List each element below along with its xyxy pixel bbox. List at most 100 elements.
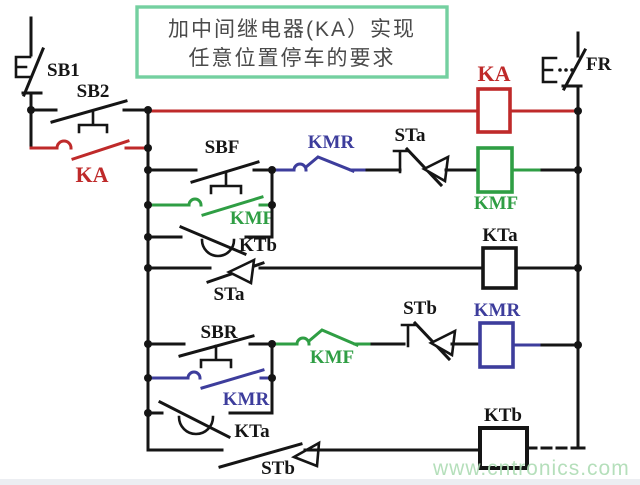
kmf-coil xyxy=(476,146,514,194)
contact-hook xyxy=(187,197,203,207)
ktb-nc-label: KTb xyxy=(239,235,277,256)
junction xyxy=(144,201,152,209)
sta-no-limit-switch: STa xyxy=(146,257,485,305)
sb2-no-pushbutton: SB2 xyxy=(29,81,150,134)
right-rail xyxy=(570,31,586,450)
junction xyxy=(144,144,152,152)
stb-no-label: STb xyxy=(261,458,295,479)
roller-actuator xyxy=(226,257,256,285)
delay-cup xyxy=(177,415,215,436)
contact-bar xyxy=(303,155,355,173)
kmr-nc-interlock-contact: KMR xyxy=(270,132,369,173)
ka-coil-branch: KA xyxy=(146,61,580,134)
dotted-link xyxy=(564,68,568,72)
kmr-coil xyxy=(478,321,515,369)
contact-bar xyxy=(22,47,45,97)
junction xyxy=(574,166,582,174)
kmf-coil-label: KMF xyxy=(474,193,518,214)
contact-bar xyxy=(71,139,130,161)
ktb-nc-timer-contact: KTb xyxy=(146,225,277,258)
junction xyxy=(144,409,152,417)
junction xyxy=(268,201,276,209)
ka-coil xyxy=(476,87,512,134)
sb1-nc-pushbutton: SB1 xyxy=(14,47,80,97)
ktb-coil-branch: KTb xyxy=(478,405,580,470)
bottom-strip xyxy=(0,479,640,485)
kmf-no-contact: KMF xyxy=(146,195,274,229)
title-box: 加中间继电器(KA）实现 任意位置停车的要求 xyxy=(135,5,449,79)
junction xyxy=(268,374,276,382)
watermark: www.cntronics.com xyxy=(432,457,630,480)
kmr-nc-label: KMR xyxy=(308,132,355,153)
sbf-label: SBF xyxy=(205,137,240,158)
contact-hook xyxy=(55,139,73,150)
sta-no-label: STa xyxy=(214,284,245,305)
contact-bar xyxy=(218,442,303,469)
junction xyxy=(27,106,35,114)
junction xyxy=(574,107,582,115)
sta-nc-label: STa xyxy=(395,125,426,146)
contact-bar xyxy=(561,47,588,92)
junction-dots xyxy=(27,106,582,417)
contact-bar xyxy=(157,399,232,440)
pushbutton-actuator xyxy=(14,55,32,79)
ka-contact-label: KA xyxy=(76,162,109,187)
kta-coil xyxy=(481,246,518,290)
kta-coil-branch: KTa xyxy=(481,225,580,290)
dotted-link xyxy=(570,68,574,72)
contact-bar xyxy=(179,225,247,256)
title-line-1: 加中间继电器(KA）实现 xyxy=(168,18,416,41)
ktb-coil-label: KTb xyxy=(484,405,522,426)
kmr-no-contact: KMR xyxy=(146,368,274,410)
kmf-no-label: KMF xyxy=(230,208,274,229)
junction xyxy=(574,264,582,272)
junction xyxy=(268,340,276,348)
sb2-label: SB2 xyxy=(77,81,110,102)
pushbutton-actuator xyxy=(77,109,109,134)
kta-nc-timer-contact: KTa xyxy=(146,399,274,442)
ktb-coil xyxy=(478,426,529,470)
junction xyxy=(144,106,152,114)
fr-overload-nc-contact: FR xyxy=(541,47,612,92)
contact-bar xyxy=(412,320,452,362)
kmf-nc-label: KMF xyxy=(310,347,354,368)
fixed-terminal xyxy=(392,149,409,174)
junction xyxy=(144,166,152,174)
stb-nc-label: STb xyxy=(403,298,437,319)
junction xyxy=(268,166,276,174)
junction xyxy=(144,264,152,272)
kmr-coil-branch: KMR xyxy=(474,300,580,369)
pushbutton-actuator xyxy=(209,171,243,195)
pushbutton-actuator xyxy=(199,344,233,369)
ka-coil-label: KA xyxy=(478,61,511,86)
sta-nc-limit-switch: STa xyxy=(365,125,480,188)
contact-hook xyxy=(186,370,202,380)
roller-actuator xyxy=(421,154,450,184)
junction xyxy=(144,340,152,348)
kta-nc-label: KTa xyxy=(234,421,270,442)
sb1-label: SB1 xyxy=(47,60,80,81)
kmr-coil-label: KMR xyxy=(474,300,521,321)
junction xyxy=(144,374,152,382)
delay-cup xyxy=(200,238,236,258)
fixed-terminal xyxy=(400,323,417,348)
kmf-coil-branch: KMF xyxy=(474,146,580,214)
stb-no-limit-switch: STb xyxy=(146,440,482,479)
dotted-link xyxy=(558,68,562,72)
kta-coil-label: KTa xyxy=(482,225,518,246)
contact-bar xyxy=(404,146,444,188)
thermal-element xyxy=(541,56,558,84)
kmr-no-label: KMR xyxy=(223,389,270,410)
contact-bar xyxy=(200,368,265,390)
title-box-border xyxy=(135,5,449,79)
sbr-label: SBR xyxy=(201,322,238,343)
junction xyxy=(144,233,152,241)
contact-bar xyxy=(306,328,359,347)
fr-label: FR xyxy=(586,54,612,75)
title-line-2: 任意位置停车的要求 xyxy=(189,47,396,70)
stb-nc-limit-switch: STb xyxy=(370,298,482,362)
ka-no-contact: KA xyxy=(29,139,150,187)
contact-bar xyxy=(50,99,128,124)
